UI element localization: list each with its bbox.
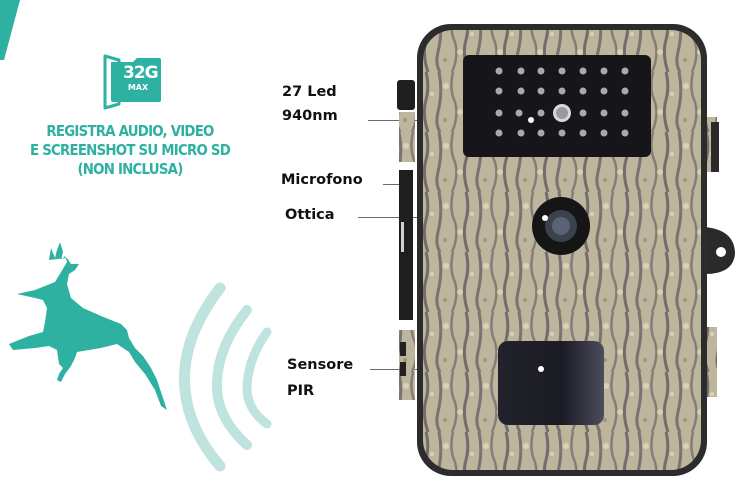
microphone-leader-line xyxy=(383,184,413,185)
corner-accent-shape xyxy=(0,0,20,60)
pir-label-line1: Sensore xyxy=(287,357,354,373)
microphone-label: Microfono xyxy=(281,172,363,188)
pir-label-line2: PIR xyxy=(287,383,315,399)
leds-label-line2: 940nm xyxy=(282,108,338,124)
lens-label: Ottica xyxy=(285,207,335,223)
headline-line-2: E SCREENSHOT SU MICRO SD xyxy=(29,141,231,159)
micro-sd-card-icon: 32G MAX xyxy=(93,52,165,112)
motion-waves-icon xyxy=(178,282,272,472)
trail-camera-product xyxy=(397,24,735,476)
sd-capacity-text: 32G xyxy=(123,63,159,83)
headline-line-3: (NON INCLUSA) xyxy=(77,160,183,178)
sd-feature-headline: REGISTRA AUDIO, VIDEO E SCREENSHOT SU MI… xyxy=(18,122,242,179)
pir-sensor-window xyxy=(498,341,604,425)
sd-max-text: MAX xyxy=(127,83,149,92)
leaping-deer-icon xyxy=(9,242,167,410)
headline-line-1: REGISTRA AUDIO, VIDEO xyxy=(46,122,214,140)
leds-label-line1: 27 Led xyxy=(282,84,337,100)
